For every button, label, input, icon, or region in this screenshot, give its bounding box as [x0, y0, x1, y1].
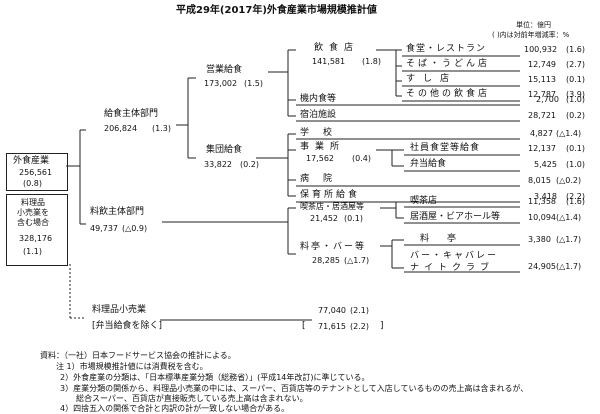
note-1: 注 1）市場規模推計値には消費税を含む。 [56, 362, 208, 371]
shudan-rate: (0.2) [240, 160, 259, 169]
leaf-sonota: その他の飲食店 [406, 89, 491, 99]
eigyo-value: 173,002 [204, 79, 238, 88]
leaf-kissaten-value: 11,358 [528, 197, 556, 206]
root-incl-rate: (1.1) [23, 247, 42, 256]
hoiku-value: 3,418 [534, 192, 557, 201]
leaf-shain: 社員食堂等給食 [410, 143, 481, 153]
note-3b: 総合スーパー、百貨店が直接販売している売上高は含まれない。 [76, 394, 308, 403]
jigyosho-value: 17,562 [306, 154, 334, 163]
jigyosho-label: 事業所 [300, 142, 346, 152]
leaf-kissaten-rate: (1.6) [566, 197, 585, 206]
root-value: 256,561 [19, 168, 53, 177]
kissa-value: 21,452 [310, 214, 338, 223]
root-incl-value: 328,176 [19, 234, 53, 243]
rate-note: ( )内は対前年増減率：% [492, 31, 570, 39]
ryotei-value: 28,285 [312, 256, 340, 265]
root-incl-line2: 小売業を [17, 208, 49, 217]
jigyosho-rate: (0.4) [352, 154, 371, 163]
root-incl-line3: 含む場合 [17, 218, 49, 227]
kyushoku-rate: (1.3) [152, 124, 171, 133]
inryo-value: 49,737 [90, 224, 118, 233]
ryorihin-label: 料理品小売業 [92, 305, 147, 315]
leaf-izakaya-rate: (△1.4) [556, 213, 582, 222]
leaf-bento-value: 5,425 [534, 160, 557, 169]
ryotei-rate: (△1.7) [344, 256, 370, 265]
byoin-rate: (△0.2) [556, 176, 582, 185]
ryorihin-value: 77,040 [318, 306, 346, 315]
leaf-izakaya: 居酒屋・ビアホール等 [410, 212, 501, 222]
eigyo-label: 営業給食 [206, 65, 243, 75]
bento-excl-bracket-open: [ [302, 321, 306, 331]
shudan-value: 33,822 [204, 160, 232, 169]
bento-excl-label: [弁当給食を除く] [92, 321, 163, 331]
leaf-soba-rate: (2.7) [566, 60, 585, 69]
hoiku-label: 保育所給食 [300, 190, 361, 200]
kinai-value: 2,700 [536, 95, 559, 104]
kissa-label: 喫茶店・居酒屋等 [300, 202, 364, 211]
kissa-rate: (0.1) [344, 214, 363, 223]
leaf-sonota-value: 12,787 [528, 90, 556, 99]
root-incl-line1: 料理品 [21, 198, 45, 207]
shudan-label: 集団給食 [206, 145, 243, 155]
shukuhaku-value: 28,721 [528, 111, 556, 120]
kinai-label: 機内食等 [300, 94, 337, 104]
inryo-rate: (△0.9) [122, 224, 148, 233]
shukuhaku-rate: (0.2) [566, 111, 585, 120]
bento-excl-rate: (2.2) [350, 322, 369, 331]
leaf-ryotei-rate: (△1.7) [556, 235, 582, 244]
leaf-izakaya-value: 10,094 [528, 213, 556, 222]
leaf-shokudo-rate: (1.6) [566, 45, 585, 54]
root-incl-box: 料理品 小売業を 含む場合 328,176 (1.1) [6, 194, 68, 266]
bento-excl-value: 71,615 [318, 322, 346, 331]
hoiku-rate: (2.2) [566, 192, 585, 201]
note-4: 4）四捨五入の関係で合計と内訳の計が一致しない場合がある。 [60, 404, 290, 413]
leaf-sushi: すし店 [406, 74, 458, 84]
root-rate: (0.8) [23, 179, 42, 188]
gakko-label: 学校 [300, 128, 347, 138]
leaf-bar-line2: ナイトクラブ [410, 263, 495, 273]
leaf-shain-rate: (0.1) [566, 144, 585, 153]
leaf-soba-value: 12,749 [528, 60, 556, 69]
unit-note: 単位：億円 [516, 21, 551, 29]
leaf-sushi-rate: (0.1) [566, 75, 585, 84]
note-2: 2）外食産業の分類は、「日本標準産業分類（総務省）」(平成14年改訂)に準じてい… [60, 373, 370, 382]
leaf-sushi-value: 15,113 [528, 75, 556, 84]
leaf-ryotei-value: 3,380 [528, 235, 551, 244]
ryotei-label: 料亭・バー等 [300, 242, 367, 252]
leaf-bento-rate: (1.0) [566, 160, 585, 169]
leaf-bar-rate: (△1.7) [556, 262, 582, 271]
leaf-sonota-rate: (3.9) [566, 90, 585, 99]
shukuhaku-label: 宿泊施設 [300, 110, 337, 120]
leaf-bento: 弁当給食 [410, 159, 447, 169]
inshoku-value: 141,581 [312, 57, 346, 66]
inryo-label: 料飲主体部門 [90, 207, 145, 217]
leaf-kissaten: 喫茶店 [410, 196, 438, 206]
root-label: 外食産業 [13, 156, 50, 166]
ryorihin-rate: (2.1) [350, 306, 369, 315]
leaf-ryotei: 料亭 [420, 234, 475, 244]
byoin-value: 8,015 [528, 176, 551, 185]
inshoku-rate: (1.8) [362, 57, 381, 66]
leaf-shokudo-value: 100,932 [524, 45, 558, 54]
inshoku-label: 飲食店 [314, 43, 360, 53]
note-3: 3）産業分類の関係から、料理品小売業の中には、スーパー、百貨店等のテナントとして… [60, 384, 529, 393]
kinai-rate: (1.0) [566, 95, 585, 104]
leaf-bar-value: 24,905 [528, 262, 556, 271]
root-box: 外食産業 256,561 (0.8) [6, 153, 68, 191]
gakko-value: 4,827 [530, 129, 553, 138]
leaf-shokudo: 食堂・レストラン [406, 44, 487, 54]
kyushoku-label: 給食主体部門 [104, 109, 159, 119]
eigyo-rate: (1.5) [244, 79, 263, 88]
byoin-label: 病院 [300, 174, 347, 184]
note-source: 資料：（一社）日本フードサービス協会の推計による。 [40, 351, 236, 360]
page-title: 平成29年(2017年)外食産業市場規模推計値 [176, 5, 377, 16]
leaf-shain-value: 12,137 [528, 144, 556, 153]
gakko-rate: (△1.4) [556, 129, 582, 138]
bento-excl-bracket-close: ] [380, 321, 384, 331]
leaf-bar-line1: バー・キャバレー [410, 251, 499, 261]
kyushoku-value: 206,824 [104, 124, 138, 133]
leaf-soba: そば・うどん店 [406, 59, 491, 69]
